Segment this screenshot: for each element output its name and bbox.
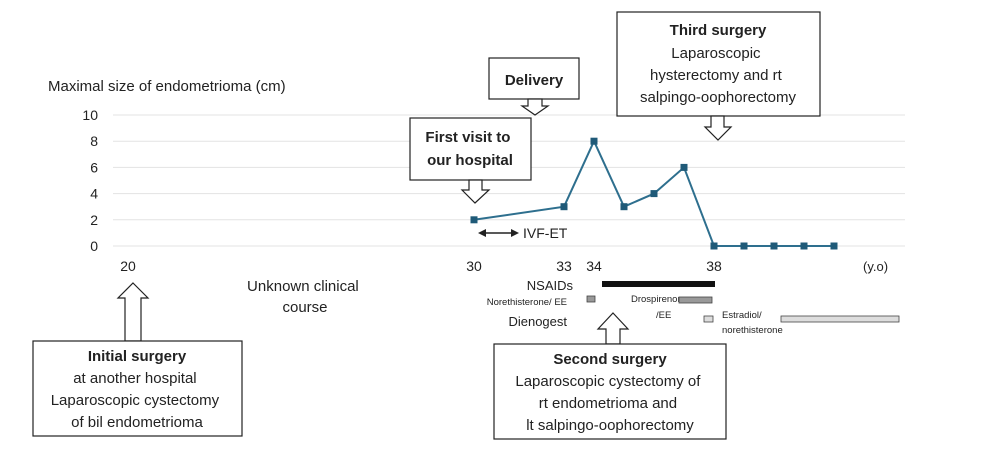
y-tick-label-6: 6 [90,159,98,175]
x-tick-label-20: 20 [120,258,136,274]
delivery-title: Delivery [505,72,564,89]
estradiol-bar [780,315,900,323]
initial-surgery-title: Initial surgery [88,348,187,365]
x-axis-ticks: 20 30 33 34 38 [120,258,722,274]
second-surgery-callout: Second surgery Laparoscopic cystectomy o… [493,312,727,440]
y-tick-label-0: 0 [90,238,98,254]
unknown-course-label: Unknown clinical course [247,278,363,316]
third-surgery-title: Third surgery [670,22,767,39]
norethisterone-ee-label: Norethisterone/ EE [487,297,567,308]
y-tick-label-2: 2 [90,212,98,228]
second-surgery-body: Laparoscopic cystectomy of rt endometrio… [515,373,704,434]
dienogest-bar [703,315,714,323]
delivery-callout: Delivery [488,57,580,116]
data-point-3 [620,203,628,211]
first-visit-title: First visit to our hospital [425,129,514,169]
third-surgery-callout: Third surgery Laparoscopic hysterectomy … [616,11,821,141]
second-surgery-title: Second surgery [553,351,667,368]
third-surgery-body: Laparoscopic hysterectomy and rt salping… [640,45,796,106]
x-tick-label-33: 33 [556,258,572,274]
estradiol-label: Estradiol/ norethisterone [722,310,783,336]
data-point-2 [590,137,598,145]
data-point-4 [650,190,658,198]
y-tick-label-4: 4 [90,186,98,202]
nsaids-label: NSAIDs [527,278,574,293]
data-point-6 [710,242,718,250]
x-axis-unit-label: (y.o) [863,259,888,274]
ivf-et-label: IVF-ET [523,225,568,241]
nsaids-bar [602,281,715,287]
drospirenone-bar [678,296,713,304]
x-tick-label-34: 34 [586,258,602,274]
data-point-8 [770,242,778,250]
data-point-1 [560,203,568,211]
initial-surgery-body: at another hospital Laparoscopic cystect… [51,370,224,431]
data-point-5 [680,163,688,171]
first-visit-callout: First visit to our hospital [409,117,532,204]
y-tick-label-8: 8 [90,133,98,149]
dienogest-label: Dienogest [508,314,567,329]
norethisterone-ee-bar [586,295,596,303]
x-tick-label-38: 38 [706,258,722,274]
y-tick-label-10: 10 [82,107,98,123]
initial-surgery-callout: Initial surgery at another hospital Lapa… [32,282,243,437]
ivf-et-range-arrow [478,229,519,237]
series-layer [470,137,838,250]
drospirenone-label: Drospirenone /EE [631,294,691,321]
y-axis-label: Maximal size of endometrioma (cm) [48,78,286,95]
data-point-0 [470,216,478,224]
data-point-7 [740,242,748,250]
y-axis-ticks: 0 2 4 6 8 10 [82,107,98,254]
data-point-9 [800,242,808,250]
x-tick-label-30: 30 [466,258,482,274]
data-point-10 [830,242,838,250]
